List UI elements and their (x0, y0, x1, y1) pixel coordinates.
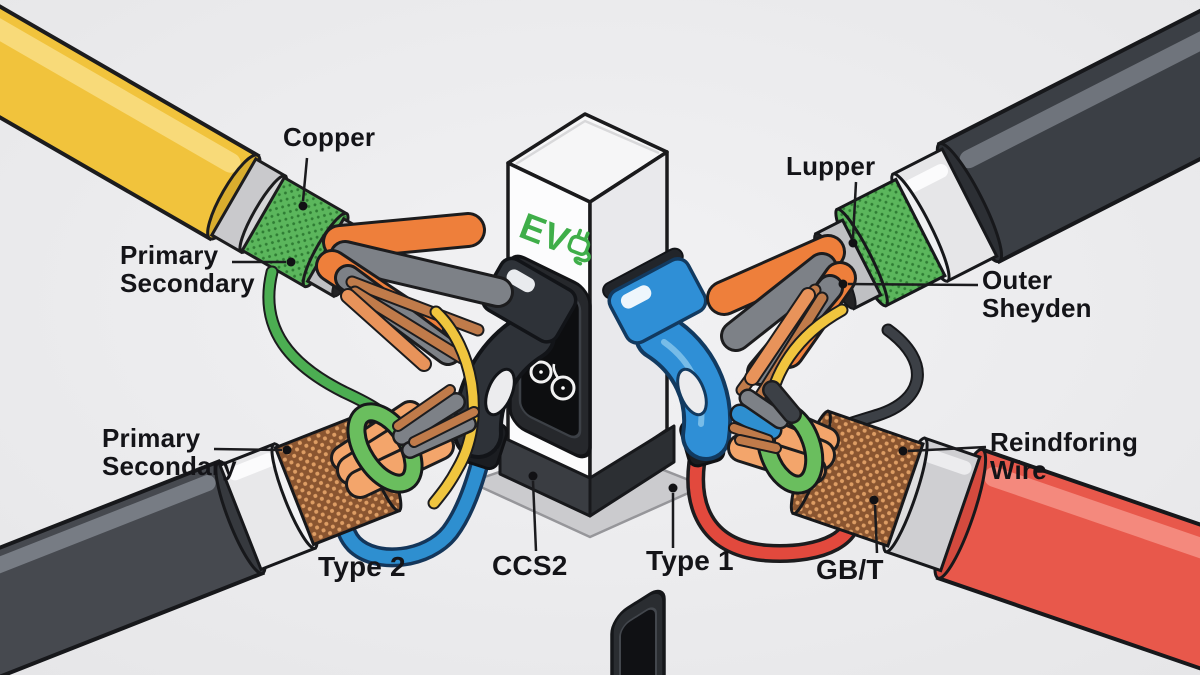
cable-dark-bottom-left (0, 384, 480, 675)
ev-plug-icon (567, 228, 591, 266)
label-outer-sheyden: Outer Sheyden (982, 265, 1092, 324)
annotation-leaders (213, 157, 987, 554)
wire-yellow-left (427, 305, 480, 510)
cable-yellow-top-left (0, 0, 514, 510)
label-gbt: GB/T (816, 554, 884, 585)
label-type1: Type 1 (646, 545, 734, 576)
label-copper: Copper (283, 122, 376, 152)
label-primary-secondary-top: Primary Secondary (120, 240, 255, 299)
label-reinforcing-wire: Reindforing Wire (990, 427, 1139, 486)
cable-red-bottom-right (727, 380, 1200, 675)
connector-blue (602, 247, 733, 468)
label-ccs2: CCS2 (492, 550, 568, 581)
label-lupper: Lupper (786, 151, 876, 181)
label-type2: Type 2 (318, 551, 406, 582)
cable-black-top-right (706, 0, 1200, 457)
type1-socket-panel (610, 589, 666, 675)
label-primary-secondary-bottom: Primary Secondary (102, 423, 237, 482)
